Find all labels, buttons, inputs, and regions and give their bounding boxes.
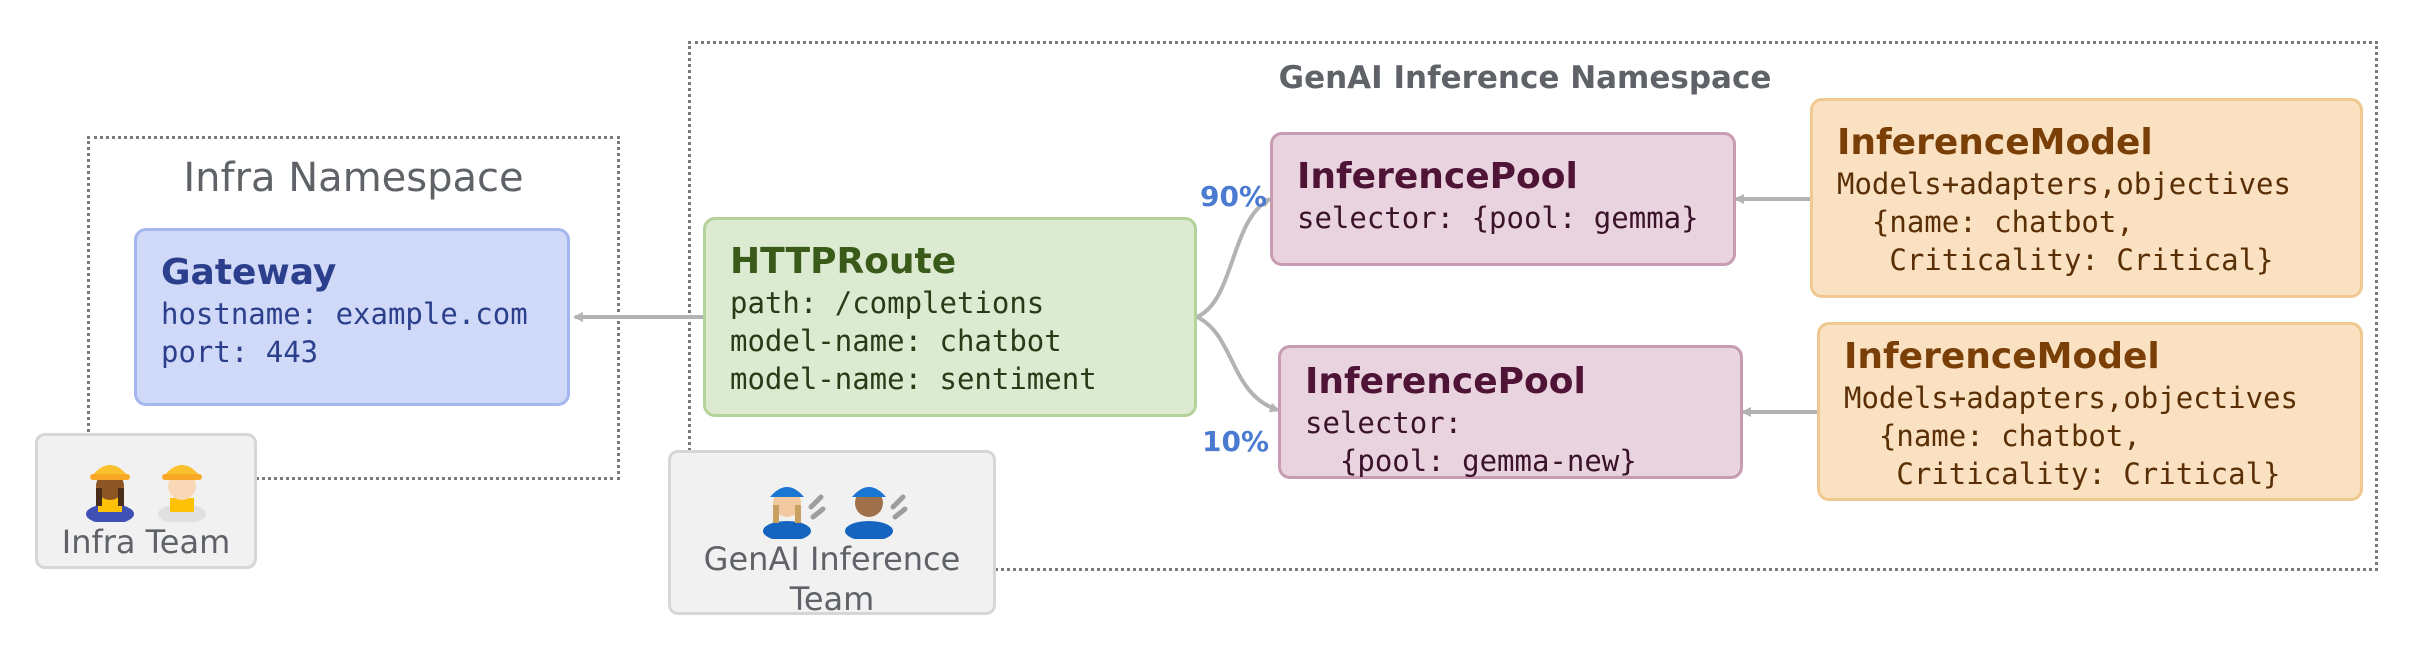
mechanic-man-icon xyxy=(845,487,908,539)
infra-namespace-title: Infra Namespace xyxy=(183,155,524,201)
infra-team-card: Infra Team xyxy=(35,433,257,569)
pool-primary-selector: selector: {pool: gemma} xyxy=(1297,201,1699,235)
httproute-model-sentiment: model-name: sentiment xyxy=(730,362,1097,396)
pool-primary-title: InferencePool xyxy=(1297,156,1578,197)
model-primary-title: InferenceModel xyxy=(1837,122,2153,163)
route-to-pool-primary-arrow xyxy=(1196,197,1272,319)
model-new-line-2: {name: chatbot, xyxy=(1844,419,2141,453)
genai-team-card: GenAI Inference Team xyxy=(668,450,996,618)
inference-model-new: InferenceModel Models+adapters,objective… xyxy=(1817,322,2363,501)
model-new-line-1: Models+adapters,objectives xyxy=(1844,381,2298,415)
gateway-title: Gateway xyxy=(161,252,337,293)
model-new-line-3: Criticality: Critical} xyxy=(1844,457,2281,491)
traffic-split-90: 90% xyxy=(1200,180,1268,213)
construction-worker-woman-icon xyxy=(86,465,134,522)
inference-model-primary: InferenceModel Models+adapters,objective… xyxy=(1810,98,2363,298)
route-to-pool-new-arrow xyxy=(1196,315,1280,413)
infra-namespace xyxy=(87,136,620,480)
mechanic-woman-icon xyxy=(763,487,826,539)
model-primary-line-1: Models+adapters,objectives xyxy=(1837,167,2291,201)
construction-worker-man-icon xyxy=(158,465,206,522)
gateway-box: Gateway hostname: example.com port: 443 xyxy=(134,228,570,406)
infra-team-label: Infra Team xyxy=(61,523,231,561)
httproute-path: path: /completions xyxy=(730,286,1045,320)
model-primary-line-2: {name: chatbot, xyxy=(1837,205,2134,239)
genai-team-label-line2: Team xyxy=(789,580,875,618)
genai-team-label-line1: GenAI Inference xyxy=(703,540,961,578)
gateway-hostname: hostname: example.com xyxy=(161,297,528,331)
pool-new-selector-label: selector: xyxy=(1305,406,1463,440)
inference-pool-primary: InferencePool selector: {pool: gemma} xyxy=(1270,132,1736,266)
pool-new-selector-value: {pool: gemma-new} xyxy=(1305,444,1637,478)
pool-new-title: InferencePool xyxy=(1305,361,1586,402)
model-new-title: InferenceModel xyxy=(1844,336,2160,377)
genai-namespace-title: GenAI Inference Namespace xyxy=(1278,60,1772,96)
gateway-port: port: 443 xyxy=(161,335,319,369)
inference-pool-new: InferencePool selector: {pool: gemma-new… xyxy=(1278,345,1743,479)
traffic-split-10: 10% xyxy=(1202,425,1270,458)
genai-namespace xyxy=(688,41,2378,571)
httproute-model-chatbot: model-name: chatbot xyxy=(730,324,1062,358)
httproute-box: HTTPRoute path: /completions model-name:… xyxy=(703,217,1197,417)
httproute-title: HTTPRoute xyxy=(730,241,957,282)
model-primary-line-3: Criticality: Critical} xyxy=(1837,243,2274,277)
